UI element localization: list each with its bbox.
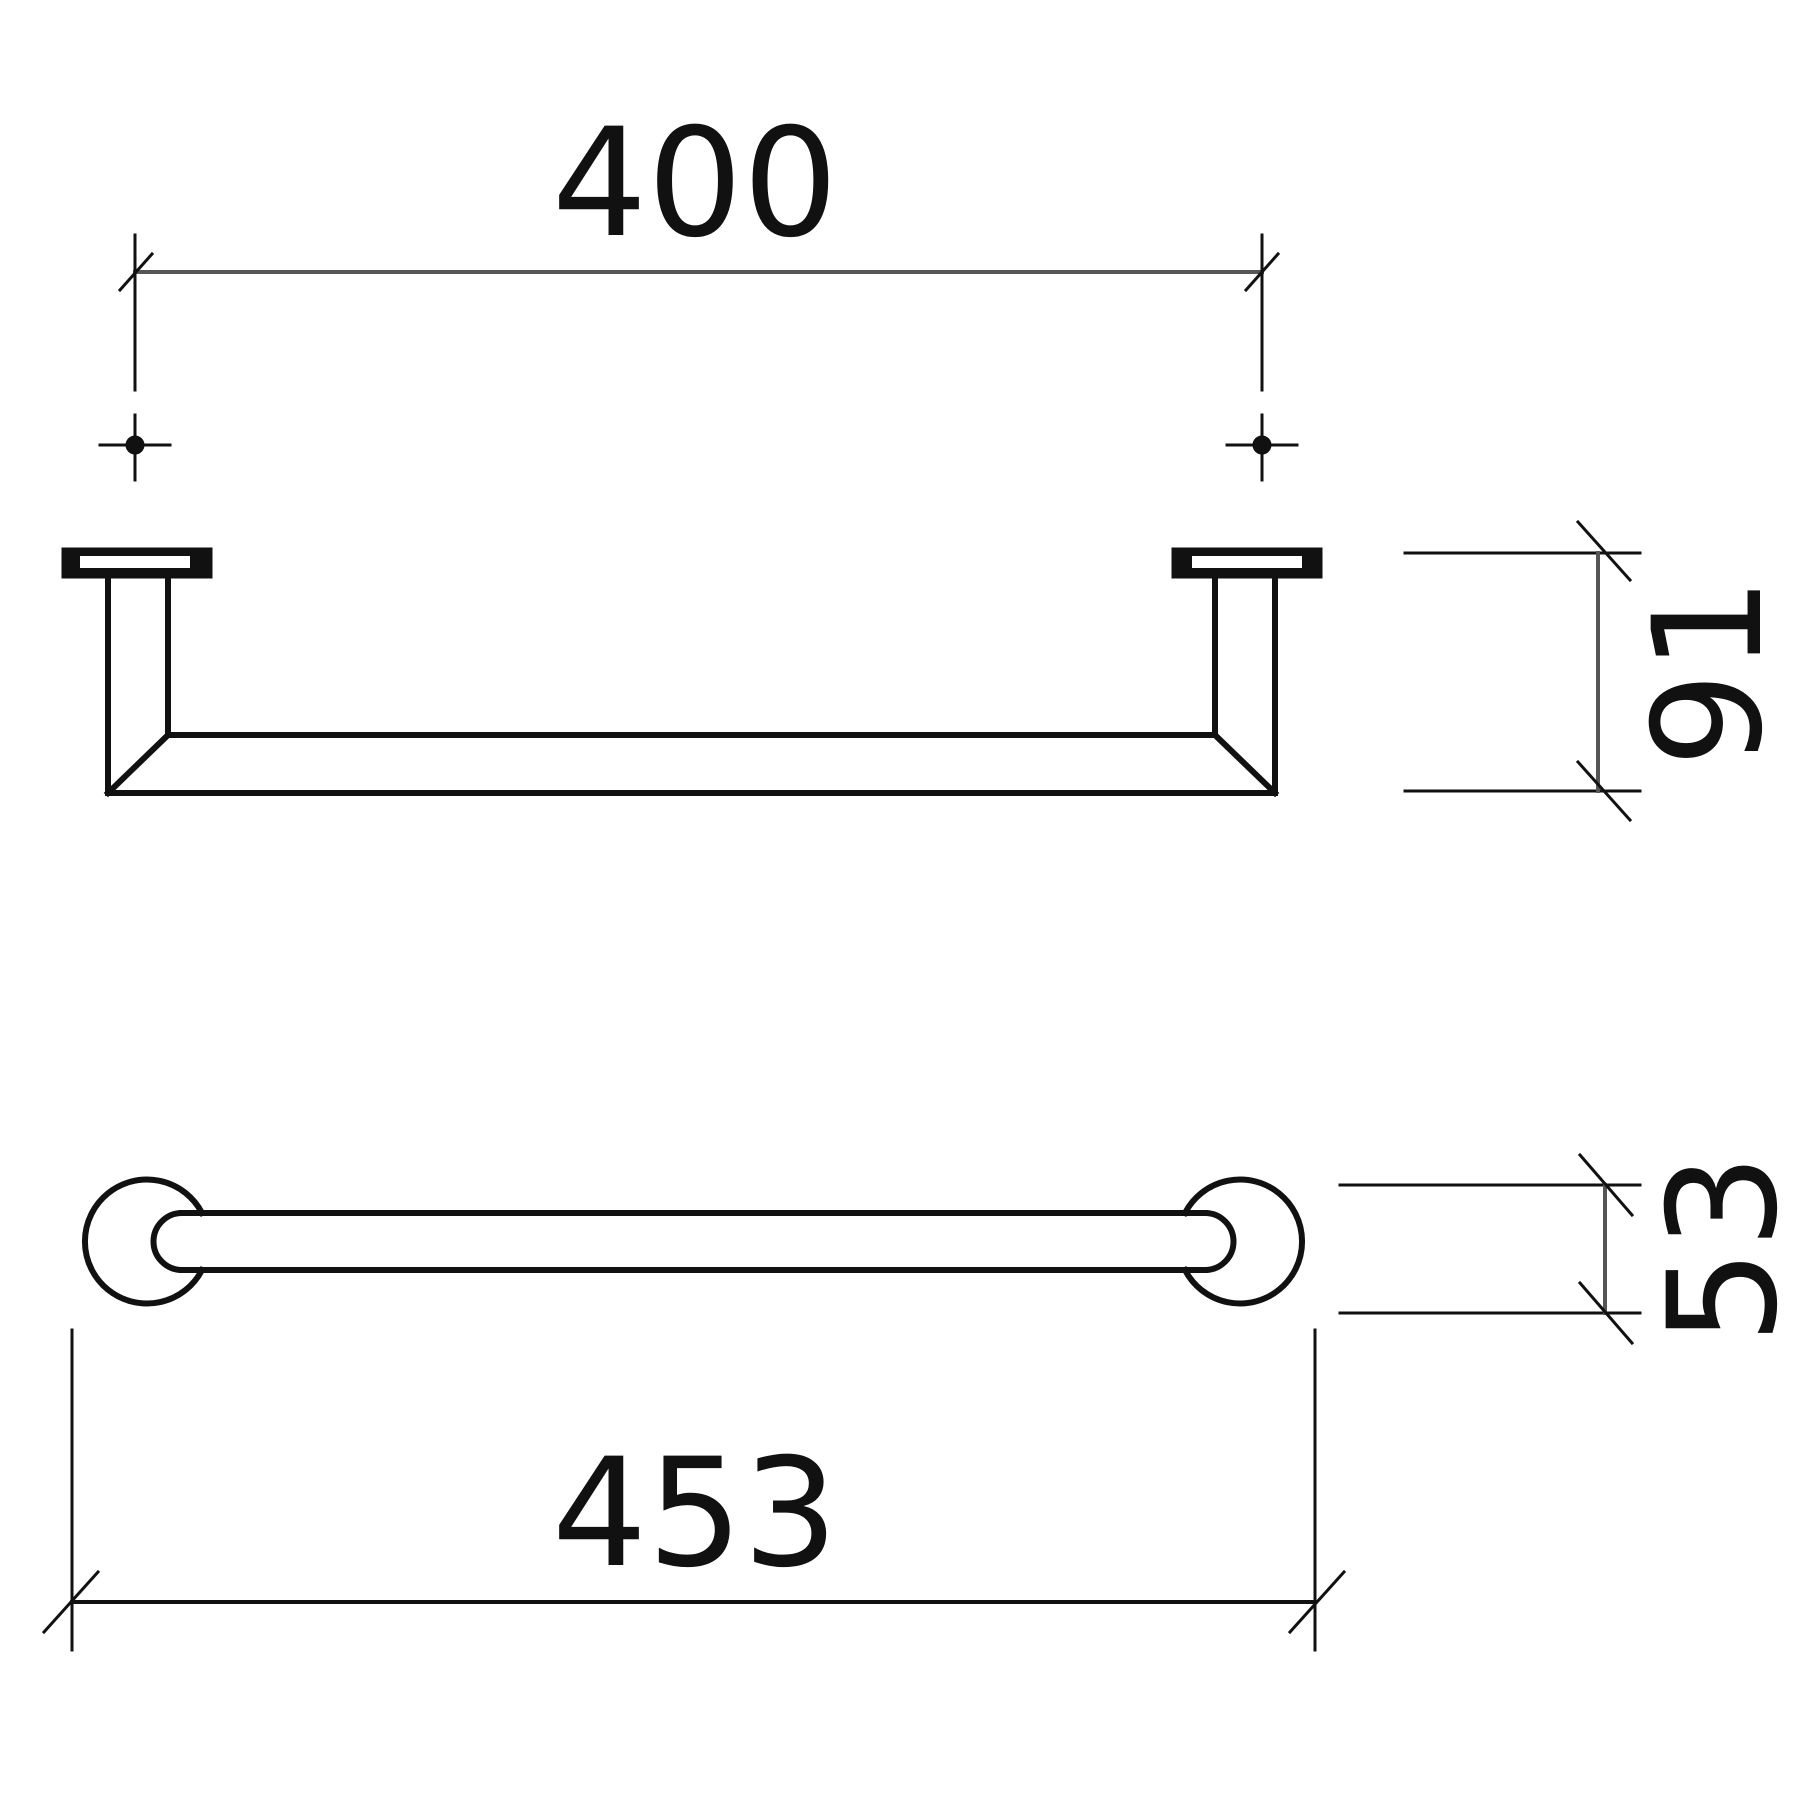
mounting-distance-label: 400 [552, 97, 838, 271]
left-screw-hole-mark [98, 413, 172, 482]
projection-depth-label: 91 [1622, 577, 1796, 768]
right-screw-hole-mark [1225, 413, 1299, 482]
overall-length-label: 453 [552, 1427, 838, 1601]
mounting-distance-dimension: 400 [117, 97, 1281, 392]
towel-bar-side-view [61, 547, 1323, 798]
projection-depth-dimension: 91 [1403, 519, 1796, 823]
base-diameter-label: 53 [1637, 1154, 1800, 1345]
towel-bar-top-view [82, 1176, 1305, 1307]
overall-length-dimension: 453 [41, 1328, 1347, 1652]
base-diameter-dimension: 53 [1338, 1152, 1800, 1346]
